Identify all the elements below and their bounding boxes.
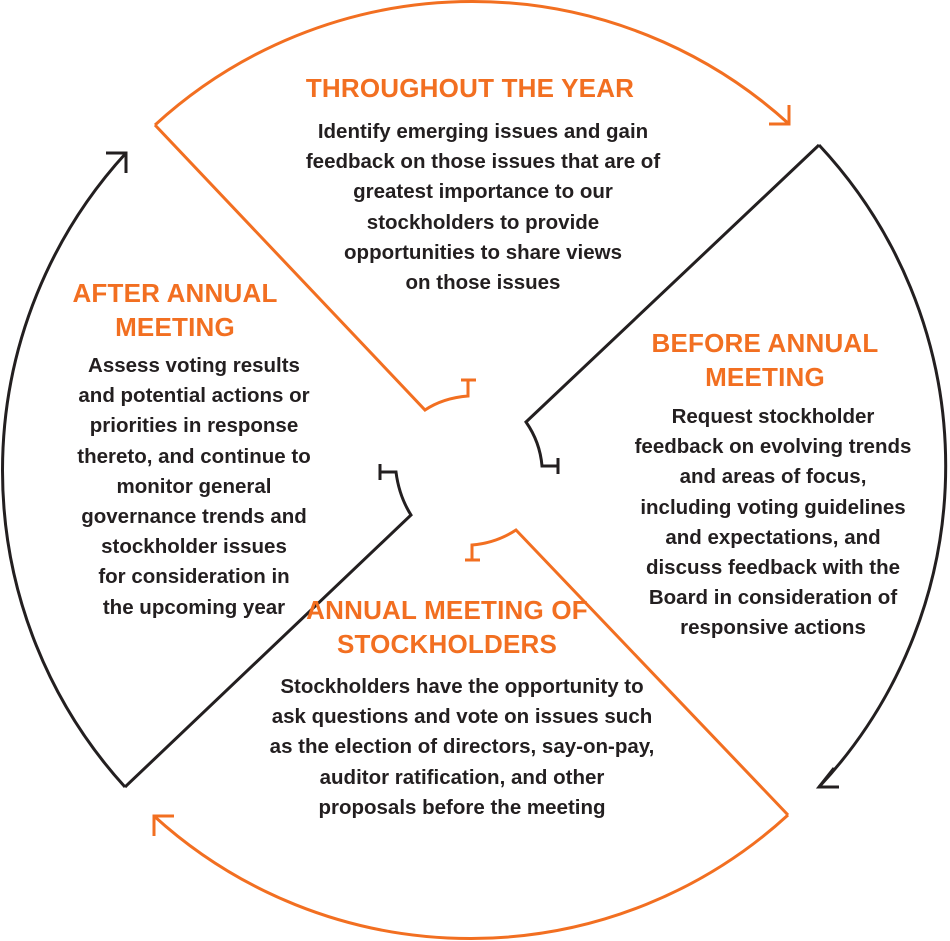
annual-meeting-segment: [152, 528, 790, 940]
text-line: stockholder issues: [101, 535, 287, 559]
before-meeting-description: Request stockholder feedback on evolving …: [635, 402, 912, 644]
text-line: and expectations, and: [665, 525, 881, 549]
text-line: BEFORE ANNUAL: [651, 328, 879, 358]
before-meeting-inner-edge: [524, 143, 821, 474]
annual-meeting-description: Stockholders have the opportunity to ask …: [270, 672, 655, 823]
arrowhead-icon: [815, 767, 839, 789]
after-meeting-description: Assess voting results and potential actio…: [77, 351, 310, 623]
arrowhead-icon: [152, 814, 174, 836]
before-meeting-arc-arrow: [817, 143, 948, 789]
text-line: greatest importance to our: [353, 180, 613, 204]
arrowhead-icon: [106, 151, 128, 173]
throughout-year-segment: [153, 0, 791, 412]
text-line: thereto, and continue to: [77, 444, 311, 468]
text-line: and areas of focus,: [679, 465, 867, 489]
throughout-year-arc-arrow: [153, 0, 791, 127]
after-meeting-inner-edge: [123, 464, 413, 789]
text-line: feedback on evolving trends: [634, 435, 912, 459]
after-meeting-arc-arrow: [1, 151, 128, 789]
text-line: auditor ratification, and other: [319, 765, 605, 789]
text-line: for consideration in: [98, 565, 290, 589]
text-line: feedback on those issues that are of: [305, 150, 661, 174]
text-line: MEETING: [705, 362, 825, 392]
throughout-year-heading: THROUGHOUT THE YEAR: [306, 71, 634, 105]
text-line: Assess voting results: [88, 354, 300, 377]
text-line: Identify emerging issues and gain: [317, 120, 649, 143]
text-line: priorities in response: [89, 414, 299, 438]
annual-meeting-heading: ANNUAL MEETING OF STOCKHOLDERS: [306, 593, 588, 661]
text-line: MEETING: [115, 312, 235, 342]
text-line: governance trends and: [81, 505, 307, 529]
text-line: as the election of directors, say-on-pay…: [269, 735, 655, 759]
text-line: the upcoming year: [102, 595, 286, 619]
throughout-year-description: Identify emerging issues and gain feedbac…: [306, 117, 660, 298]
annual-meeting-inner-edge: [465, 528, 790, 817]
before-meeting-heading: BEFORE ANNUAL MEETING: [652, 326, 879, 394]
text-line: on those issues: [405, 271, 561, 295]
text-line: including voting guidelines: [640, 495, 906, 519]
throughout-year-inner-edge: [153, 123, 476, 412]
text-line: discuss feedback with the: [645, 556, 901, 580]
after-meeting-heading: AFTER ANNUAL MEETING: [72, 276, 277, 344]
after-meeting-segment: [1, 151, 413, 789]
text-line: stockholders to provide: [366, 210, 600, 234]
text-line: THROUGHOUT THE YEAR: [305, 73, 635, 103]
before-meeting-segment: [524, 143, 948, 789]
text-line: opportunities to share views: [344, 240, 622, 264]
text-line: monitor general: [116, 474, 272, 498]
annual-meeting-arc-arrow: [152, 813, 790, 940]
text-line: ask questions and vote on issues such: [271, 705, 653, 729]
text-line: AFTER ANNUAL: [72, 278, 278, 308]
text-line: responsive actions: [680, 616, 866, 640]
text-line: and potential actions or: [78, 384, 310, 408]
text-line: Board in consideration of: [648, 586, 898, 610]
text-line: Request stockholder: [671, 405, 875, 428]
text-line: STOCKHOLDERS: [336, 629, 558, 659]
text-line: Stockholders have the opportunity to: [280, 675, 644, 698]
arrowhead-icon: [769, 105, 791, 126]
text-line: proposals before the meeting: [318, 795, 606, 819]
text-line: ANNUAL MEETING OF: [306, 595, 588, 625]
